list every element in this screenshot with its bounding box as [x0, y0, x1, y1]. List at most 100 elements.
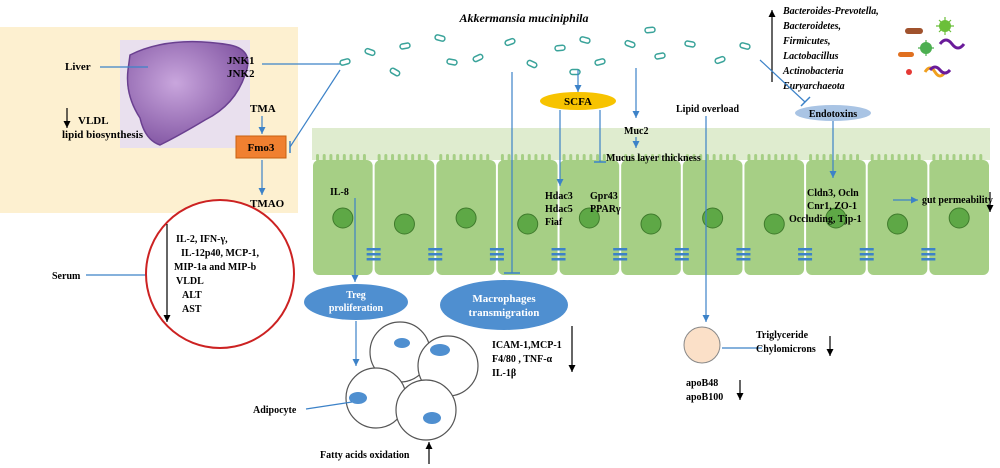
bacteria-list: Bacteroides-Prevotella, Bacteroidetes, F… — [782, 6, 879, 92]
il8-label: IL-8 — [330, 187, 349, 198]
microvillus — [479, 154, 483, 161]
microvillus — [644, 154, 648, 161]
microvillus — [466, 154, 470, 161]
microvillus — [547, 154, 551, 161]
microvillus — [945, 154, 949, 161]
fmo3-box — [235, 135, 287, 159]
microvillus — [904, 154, 908, 161]
microvillus — [316, 154, 319, 161]
bacteria-item: Actinobacteria — [782, 66, 844, 77]
cell-nucleus — [455, 207, 477, 229]
fatty-acids-label: Fatty acids oxidation — [320, 450, 410, 461]
serum-label: Serum — [52, 271, 81, 282]
tight-junction — [674, 258, 689, 261]
tight-junction — [551, 248, 566, 251]
microvillus — [952, 154, 956, 161]
mucus-layer-label: Mucus layer thickness — [606, 153, 701, 164]
microvillus — [637, 154, 641, 161]
tight-junction — [489, 248, 504, 251]
rod-bacterium-icon — [898, 52, 914, 57]
microvillus — [417, 154, 421, 161]
microvillus — [972, 154, 976, 161]
tight-junction — [551, 258, 566, 261]
microvillus — [362, 154, 366, 161]
bacteria-item: Bacteroidetes, — [782, 21, 841, 32]
microvillus — [760, 154, 764, 161]
tight-junction — [428, 258, 443, 261]
tight-junction — [798, 258, 813, 261]
microvillus — [685, 154, 689, 161]
liver-label: Liver — [65, 61, 91, 73]
tj-label: Cnr1, ZO-1 — [807, 201, 857, 212]
adipocyte-cluster — [345, 321, 479, 441]
serum-item: IL-2, IFN-γ, — [176, 234, 228, 245]
microvillus — [965, 154, 969, 161]
cell-nucleus — [517, 213, 539, 235]
tight-junction — [736, 253, 751, 256]
lipid-overload-label: Lipid overload — [676, 104, 740, 115]
serum-item: MIP-1a and MIP-b — [174, 262, 257, 273]
microvillus — [712, 154, 716, 161]
microvillus — [329, 154, 333, 161]
microvillus — [651, 154, 654, 161]
tight-junction — [613, 253, 628, 256]
tight-junction — [859, 253, 874, 256]
microvillus — [541, 154, 545, 161]
hdac3-label: Hdac3 — [545, 191, 573, 202]
apob100-label: apoB100 — [686, 392, 723, 403]
adipocyte-label: Adipocyte — [253, 405, 297, 416]
tma-label: TMA — [250, 103, 276, 115]
tight-junction — [674, 253, 689, 256]
tight-junction — [613, 258, 628, 261]
microvillus — [917, 154, 921, 161]
microvillus — [870, 154, 874, 161]
serum-circle — [145, 199, 295, 349]
microvillus — [877, 154, 881, 161]
microvillus — [754, 154, 758, 161]
macrophage-marker: ICAM-1,MCP-1 — [492, 340, 562, 351]
serum-item: VLDL — [176, 276, 204, 287]
microvillus — [336, 154, 340, 161]
triglyceride-label: Triglyceride — [756, 330, 809, 341]
rod-bacterium-icon — [905, 28, 923, 34]
tight-junction — [921, 253, 936, 256]
jnk2-label: JNK2 — [227, 68, 255, 80]
microvillus — [787, 154, 791, 161]
microvillus — [500, 154, 504, 161]
cell-nucleus — [332, 207, 354, 229]
microvillus — [822, 154, 826, 161]
tight-junction — [366, 258, 381, 261]
fmo3-inhibition-line — [289, 69, 341, 148]
cell-nucleus — [948, 207, 970, 229]
tight-junction — [921, 258, 936, 261]
jnk1-label: JNK1 — [227, 55, 255, 67]
microvillus — [596, 154, 600, 161]
microvillus — [356, 154, 360, 161]
microvillus — [959, 154, 963, 161]
tight-junction — [428, 248, 443, 251]
fiaf-label: Fiaf — [545, 217, 563, 228]
endotoxins-oval — [795, 105, 871, 121]
microvillus — [692, 154, 696, 161]
bacteria-item: Euryarchaeota — [782, 81, 845, 92]
microbe-icons — [898, 17, 966, 78]
microvillus — [589, 154, 593, 161]
bacteria-item: Lactobacillus — [782, 51, 839, 62]
microvillus — [562, 154, 566, 161]
microvillus — [849, 154, 853, 161]
apob48-label: apoB48 — [686, 378, 718, 389]
microvillus — [884, 154, 888, 161]
tight-junction — [366, 253, 381, 256]
cell-nucleus — [393, 213, 415, 235]
epithelial-layer — [313, 154, 989, 275]
microvillus — [322, 154, 326, 161]
microvillus — [507, 154, 511, 161]
tight-junction — [736, 258, 751, 261]
tight-junction — [859, 258, 874, 261]
microvillus — [809, 154, 813, 161]
cell-nucleus — [702, 207, 724, 229]
microvillus — [842, 154, 846, 161]
microvillus — [472, 154, 476, 161]
microvillus — [835, 154, 839, 161]
